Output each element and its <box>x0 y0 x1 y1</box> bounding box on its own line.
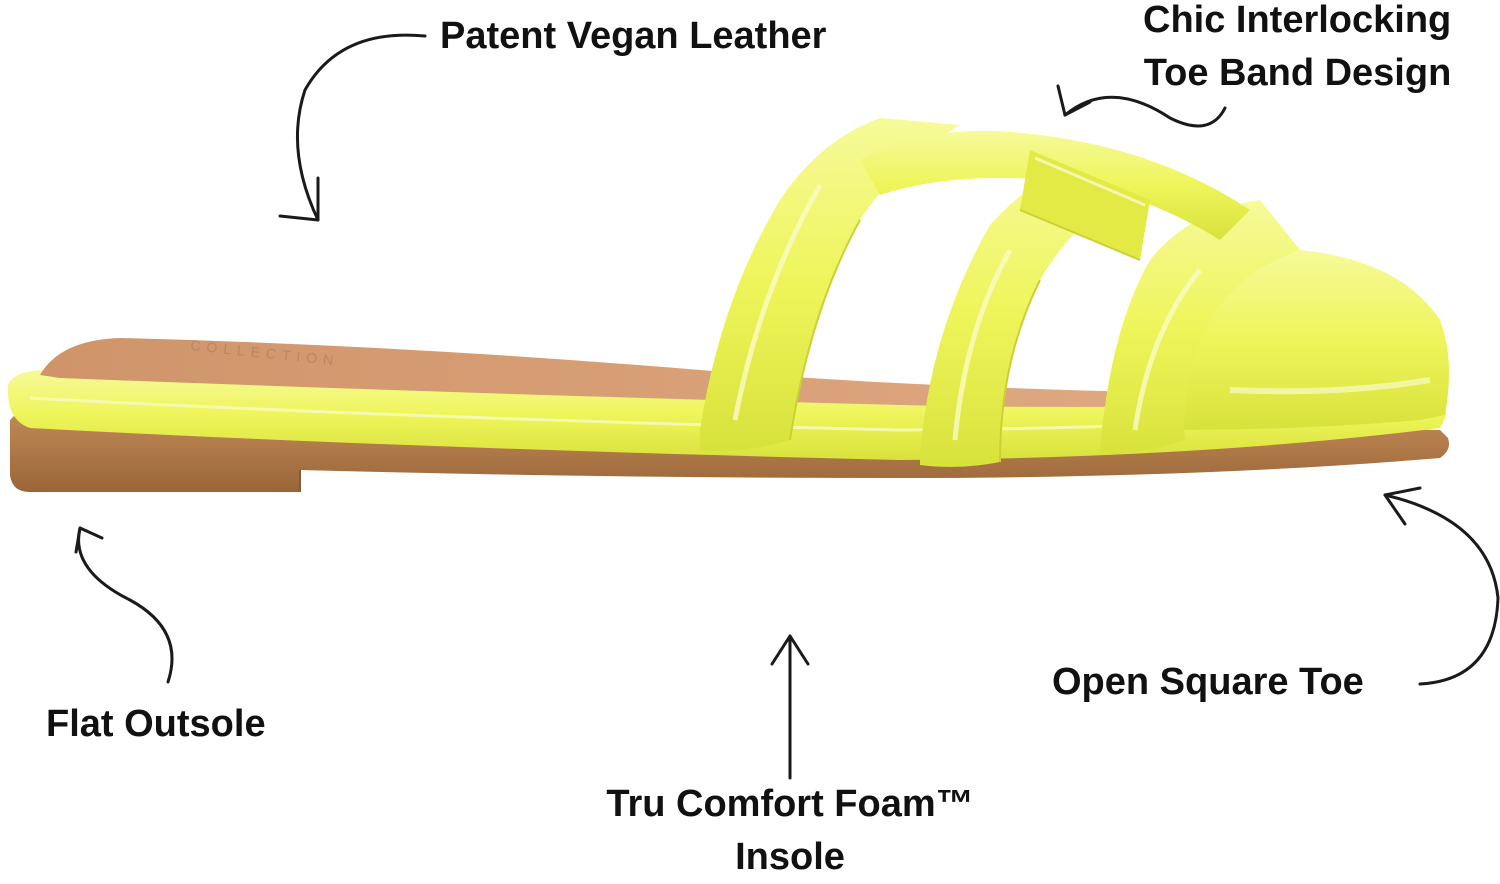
callout-flat-outsole: Flat Outsole <box>46 698 266 751</box>
arrow-patent-vegan-leather <box>278 33 427 222</box>
callout-text-line1: Tru Comfort Foam™ <box>606 783 974 825</box>
callout-chic-interlocking-toe-band: Chic Interlocking Toe Band Design <box>1143 0 1451 100</box>
arrow-open-square-toe <box>1383 486 1500 686</box>
callout-text-line1: Chic Interlocking <box>1143 0 1452 41</box>
callout-open-square-toe: Open Square Toe <box>1052 656 1364 709</box>
callout-text: Open Square Toe <box>1052 661 1364 703</box>
callout-tru-comfort-foam-insole: Tru Comfort Foam™ Insole <box>580 778 1000 884</box>
arrow-chic-interlocking <box>1056 84 1227 128</box>
callout-text: Flat Outsole <box>46 703 266 745</box>
callout-text-line2: Toe Band Design <box>1143 52 1452 94</box>
arrow-tru-comfort-insole <box>770 634 810 780</box>
callout-text: Patent Vegan Leather <box>440 15 827 57</box>
arrow-flat-outsole <box>74 526 174 684</box>
toe-piece <box>1180 250 1449 430</box>
callout-text-line2: Insole <box>735 836 845 878</box>
callout-patent-vegan-leather: Patent Vegan Leather <box>440 10 826 63</box>
interlocking-straps <box>700 118 1300 467</box>
